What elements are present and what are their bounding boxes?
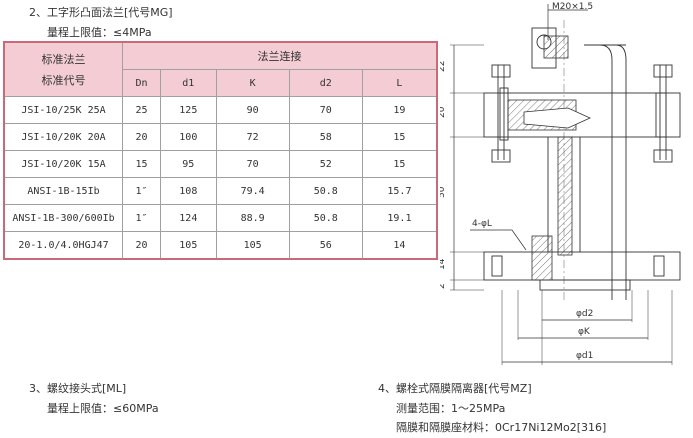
col-header-d1: d1	[160, 69, 217, 97]
d2-label: φd2	[576, 309, 593, 319]
neck-pipe	[557, 136, 573, 256]
cell-d2: 52	[288, 150, 363, 178]
col-header-dn: Dn	[121, 69, 162, 97]
row-code: JSI-10/25K 25A	[3, 96, 123, 124]
cell-k: 90	[215, 96, 290, 124]
table-row: ANSI-1B-300/600Ib 1″ 124 88.9 50.8 19.1	[3, 204, 438, 232]
cell-d2: 70	[288, 96, 363, 124]
cell-d1: 124	[160, 204, 217, 232]
section2-range: 量程上限值：≤4MPa	[47, 26, 152, 39]
dim-2: 2	[440, 283, 447, 289]
section3-range: 量程上限值：≤60MPa	[47, 402, 159, 415]
lower-flange	[483, 251, 681, 281]
dim-22: 22	[440, 61, 447, 72]
group-header: 法兰连接	[122, 41, 438, 70]
cell-l: 19	[361, 96, 438, 124]
cell-d1: 125	[160, 96, 217, 124]
thread-label: M20×1.5	[552, 2, 593, 12]
cell-dn: 25	[121, 96, 162, 124]
section2-title: 2、工字形凸面法兰[代号MG]	[29, 6, 173, 19]
k-label: φK	[578, 327, 591, 337]
cell-dn: 15	[121, 150, 162, 178]
table-row: JSI-10/20K 15A 15 95 70 52 15	[3, 150, 438, 178]
cell-l: 19.1	[361, 204, 438, 232]
table-row: JSI-10/20K 20A 20 100 72 58 15	[3, 123, 438, 151]
cell-l: 14	[361, 231, 438, 260]
cell-l: 15	[361, 123, 438, 151]
d1-label: φd1	[576, 351, 593, 361]
cell-d1: 100	[160, 123, 217, 151]
cell-d2: 50.8	[288, 177, 363, 205]
col-header-l: L	[361, 69, 438, 97]
col-header-k: K	[215, 69, 290, 97]
cell-dn: 1″	[121, 177, 162, 205]
cell-k: 70	[215, 150, 290, 178]
cell-k: 72	[215, 123, 290, 151]
corner-line1: 标准法兰	[41, 52, 86, 66]
cell-k: 105	[215, 231, 290, 260]
row-code: ANSI-1B-300/600Ib	[3, 204, 123, 232]
row-code: 20-1.0/4.0HGJ47	[3, 231, 123, 260]
table-row: 20-1.0/4.0HGJ47 20 105 105 56 14	[3, 231, 438, 260]
corner-line2: 标准代号	[41, 73, 86, 87]
section4-title: 4、螺栓式隔膜隔离器[代号MZ]	[378, 382, 532, 395]
cell-d2: 50.8	[288, 204, 363, 232]
cell-d1: 108	[160, 177, 217, 205]
row-code: ANSI-1B-15Ib	[3, 177, 123, 205]
cell-k: 88.9	[215, 204, 290, 232]
dim-20: 20	[440, 106, 447, 118]
section4-range: 测量范围：1～25MPa	[396, 402, 506, 415]
section4-material: 隔膜和隔膜座材料：0Cr17Ni12Mo2[316]	[396, 421, 607, 434]
cell-k: 79.4	[215, 177, 290, 205]
cell-d2: 56	[288, 231, 363, 260]
table-row: JSI-10/25K 25A 25 125 90 70 19	[3, 96, 438, 124]
flange-technical-drawing: M20×1.5 22 20 50 14 2 4-φL	[440, 2, 681, 365]
cell-dn: 1″	[121, 204, 162, 232]
row-code: JSI-10/20K 15A	[3, 150, 123, 178]
corner-header: 标准法兰 标准代号	[3, 41, 123, 97]
cell-dn: 20	[121, 231, 162, 260]
cell-d1: 95	[160, 150, 217, 178]
dim-14: 14	[440, 258, 447, 270]
flange-spec-table: 标准法兰 标准代号 法兰连接 Dn d1 K d2 L JSI-10/25K 2…	[3, 41, 438, 260]
hole-label: 4-φL	[472, 219, 492, 229]
upper-flange	[483, 92, 681, 138]
cell-d1: 105	[160, 231, 217, 260]
cell-dn: 20	[121, 123, 162, 151]
cell-l: 15.7	[361, 177, 438, 205]
cell-l: 15	[361, 150, 438, 178]
section3-title: 3、螺纹接头式[ML]	[29, 382, 127, 395]
table-row: ANSI-1B-15Ib 1″ 108 79.4 50.8 15.7	[3, 177, 438, 205]
cell-d2: 58	[288, 123, 363, 151]
row-code: JSI-10/20K 20A	[3, 123, 123, 151]
dim-50: 50	[440, 186, 447, 198]
col-header-d2: d2	[288, 69, 363, 97]
